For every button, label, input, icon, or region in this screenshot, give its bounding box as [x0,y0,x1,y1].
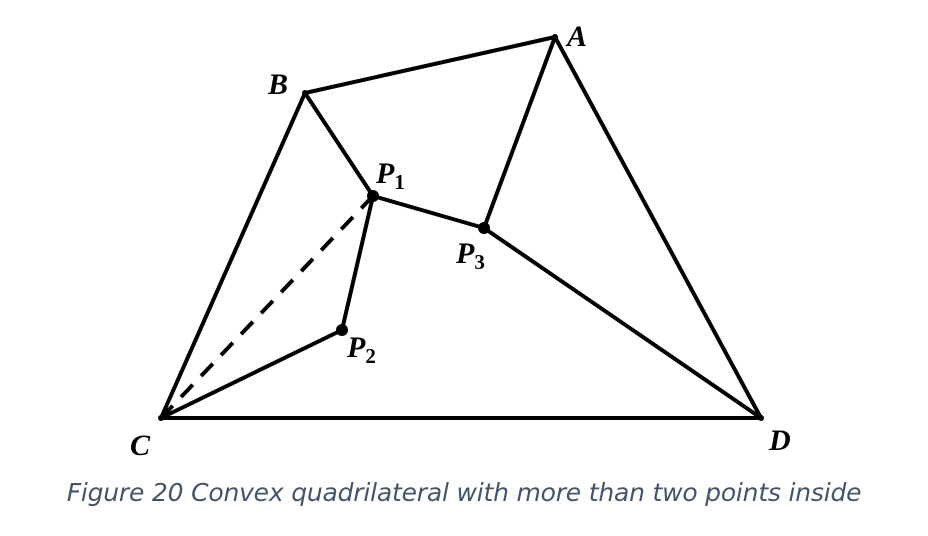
edge-p3-d [482,226,763,420]
point-p1-dot [367,190,379,202]
point-label-p2-letter: P [346,331,366,364]
edges [159,35,763,420]
vertex-b-dot [302,90,308,96]
vertex-label-c: C [130,429,151,462]
point-label-p3-letter: P [455,237,475,270]
edge-b-c [159,91,307,420]
edge-d-a [553,35,763,420]
edge-p2-c [159,328,344,420]
point-label-p3: P3 [455,237,485,274]
figure-caption: Figure 20 Convex quadrilateral with more… [66,478,862,507]
vertex-label-b: B [267,68,288,101]
point-p3-dot [478,222,490,234]
vertex-label-d: D [768,424,791,457]
edge-c-p1-dashed [159,194,375,420]
edge-a-p3 [482,35,557,230]
point-label-p1-letter: P [375,157,395,190]
edge-b-p1 [303,91,375,198]
point-label-p1-subscript: 1 [394,170,405,194]
edge-a-b [303,35,557,95]
vertex-c-dot [158,415,164,421]
vertex-d-dot [758,415,764,421]
edge-p1-p3 [371,194,486,230]
points [158,34,764,421]
point-p2-dot [336,324,348,336]
edge-p1-p2 [340,194,375,332]
point-label-p2-subscript: 2 [365,344,376,368]
point-label-p1: P1 [375,157,405,194]
point-label-p2: P2 [346,331,376,368]
vertex-label-a: A [565,20,587,53]
vertex-a-dot [552,34,558,40]
point-label-p3-subscript: 3 [474,250,485,274]
